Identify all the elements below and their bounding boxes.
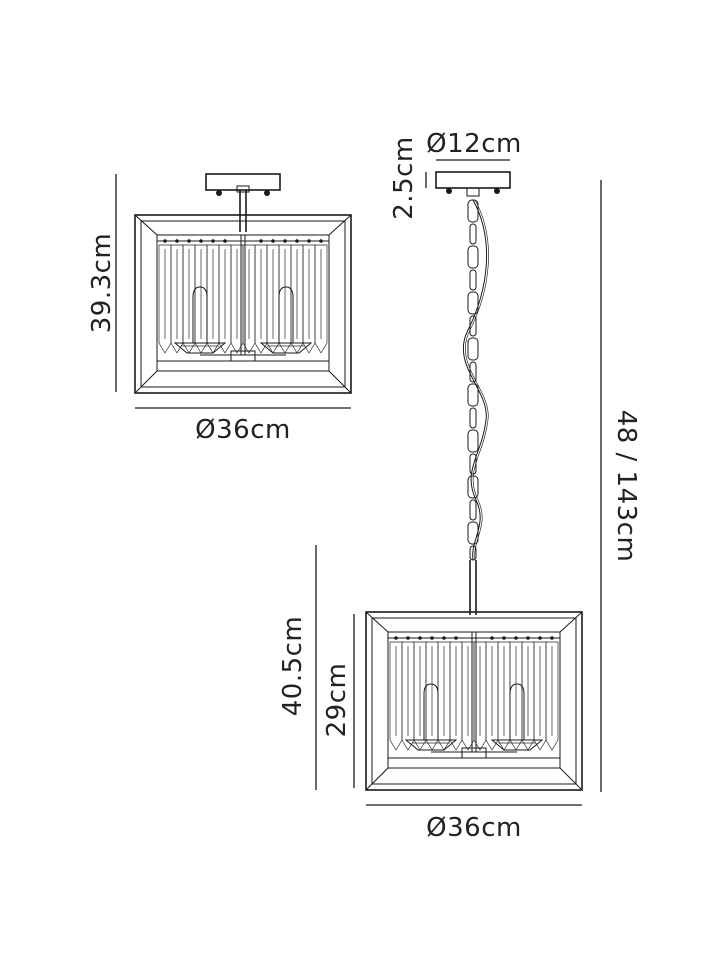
drop-range-label: 48 / 143cm bbox=[611, 410, 641, 563]
pendant-view: Ø12cm 2.5cm 48 / 143cm 40.5cm 29cm Ø36cm bbox=[278, 129, 641, 843]
pendant-lantern-body bbox=[365, 611, 583, 791]
ceiling-plate bbox=[205, 173, 281, 191]
body-height-label: 40.5cm bbox=[278, 616, 308, 717]
flush-width-label: Ø36cm bbox=[195, 415, 291, 445]
semi-flush-view: 39.3cm Ø36cm bbox=[87, 173, 352, 445]
flush-height-label: 39.3cm bbox=[87, 233, 117, 334]
canopy bbox=[435, 171, 511, 189]
pendant-width-label: Ø36cm bbox=[426, 813, 522, 843]
shade-height-label: 29cm bbox=[322, 663, 352, 738]
canopy-diameter-label: Ø12cm bbox=[426, 129, 522, 159]
flush-lantern-body bbox=[134, 214, 352, 394]
power-cable bbox=[462, 199, 488, 561]
canopy-height-label: 2.5cm bbox=[389, 136, 419, 219]
